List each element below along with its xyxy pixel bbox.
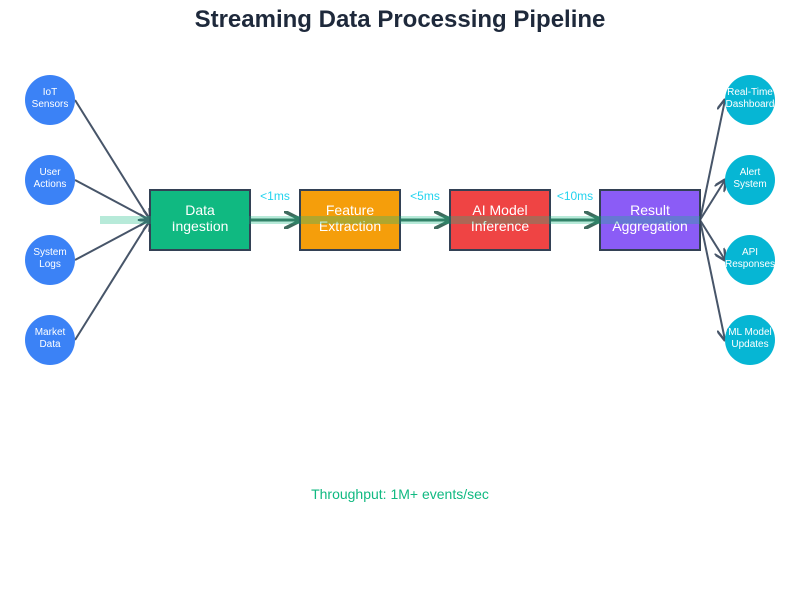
source-circle [25, 235, 75, 285]
stage-label: Data [185, 202, 215, 218]
stage-box [599, 189, 701, 251]
stage-box [449, 189, 551, 251]
flow-highlight-bar [100, 216, 700, 224]
source-circle [25, 315, 75, 365]
stage-label: Result [630, 202, 670, 218]
source-label: Data [39, 339, 61, 350]
source-label: Logs [39, 259, 61, 270]
stage-label: Aggregation [612, 218, 688, 234]
latency-label: <5ms [410, 189, 440, 203]
sink-circle [725, 75, 775, 125]
edge-agg-to-alert [699, 180, 725, 221]
source-label: User [39, 167, 61, 178]
sink-label: Dashboard [726, 99, 775, 110]
diagram-title: Streaming Data Processing Pipeline [194, 6, 606, 33]
latency-label: <10ms [557, 189, 593, 203]
edge-user-to-ingest [74, 179, 150, 220]
source-circle [25, 75, 75, 125]
edge-agg-to-api [699, 219, 725, 260]
source-label: Market [35, 327, 66, 338]
stage-box [299, 189, 401, 251]
sink-label: API [742, 247, 758, 258]
sink-label: System [733, 179, 766, 190]
throughput-label: Throughput: 1M+ events/sec [311, 486, 489, 502]
latency-label: <1ms [260, 189, 290, 203]
sink-circle [725, 235, 775, 285]
sink-label: Alert [740, 167, 761, 178]
source-label: IoT [43, 87, 57, 98]
stage-label: Ingestion [172, 218, 229, 234]
sink-label: Updates [731, 339, 768, 350]
sink-circle [725, 155, 775, 205]
sink-circle [725, 315, 775, 365]
source-label: Actions [34, 179, 67, 190]
sink-label: ML Model [728, 327, 772, 338]
edge-market-to-ingest [74, 220, 150, 341]
edge-agg-to-mlupdate [699, 219, 725, 340]
sink-label: Real-Time [727, 87, 773, 98]
stage-label: Extraction [319, 218, 381, 234]
edge-iot-to-ingest [74, 99, 150, 220]
edge-agg-to-dashboard [699, 100, 725, 221]
source-label: System [33, 247, 66, 258]
stage-label: AI Model [472, 202, 527, 218]
stage-label: Inference [471, 218, 530, 234]
stage-box [149, 189, 251, 251]
stage-label: Feature [326, 202, 374, 218]
sink-label: Responses [725, 259, 775, 270]
edge-logs-to-ingest [74, 220, 150, 261]
source-circle [25, 155, 75, 205]
source-label: Sensors [32, 99, 69, 110]
